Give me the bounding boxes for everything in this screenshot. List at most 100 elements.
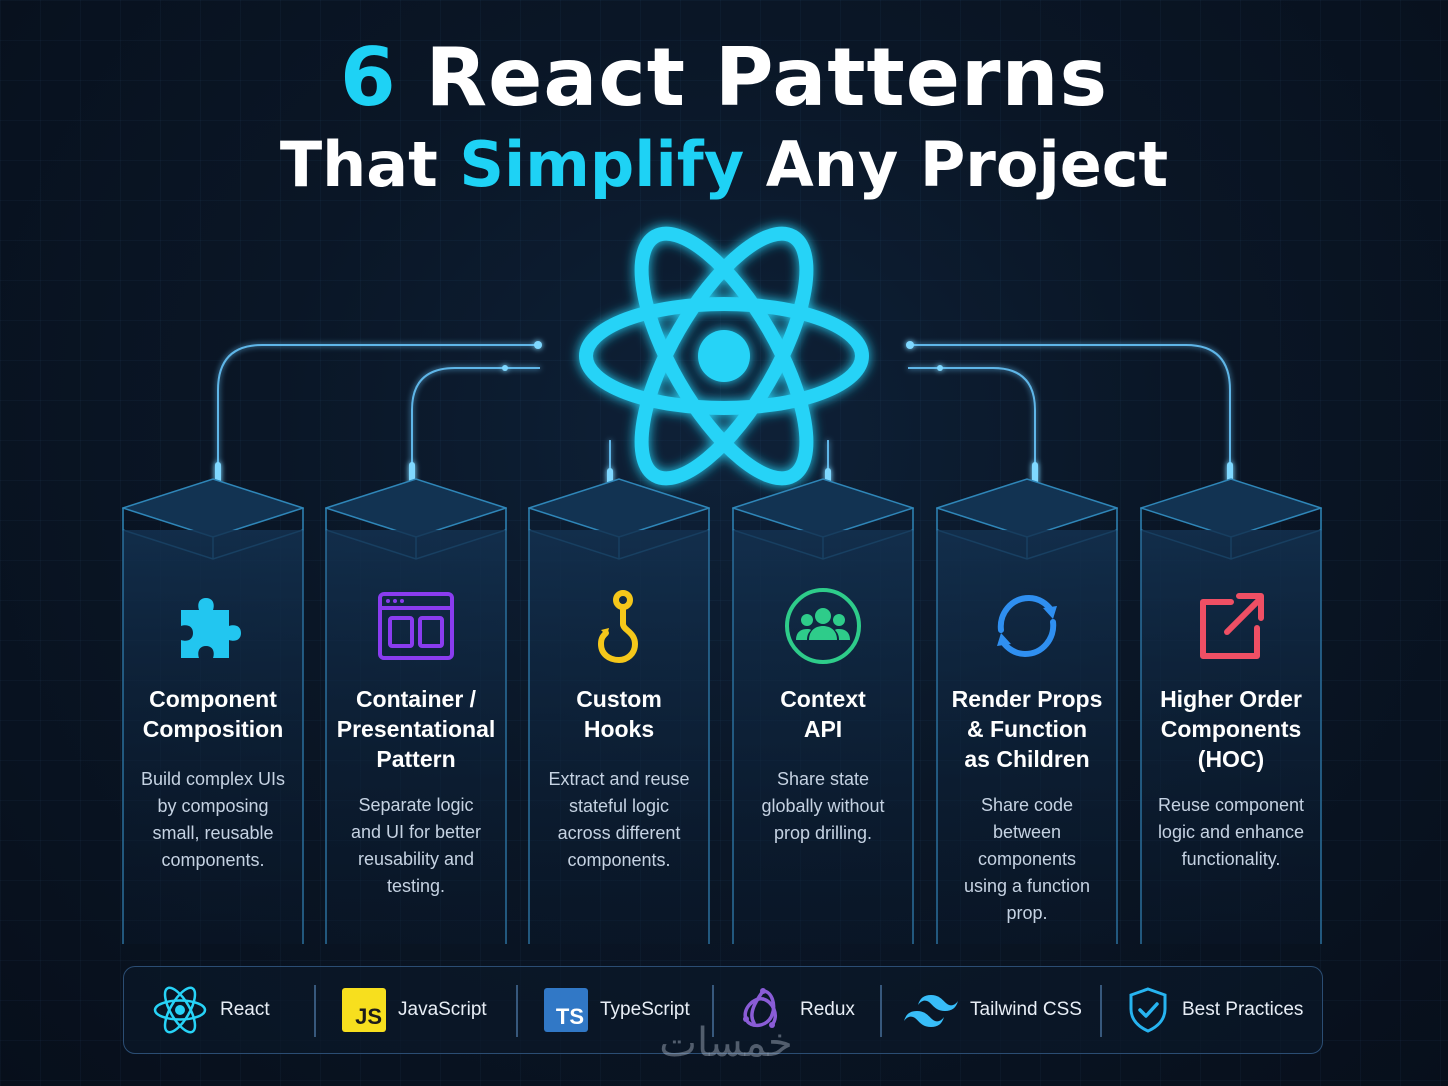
card-frame xyxy=(732,478,914,944)
title-simplify: Simplify xyxy=(459,128,745,201)
card-title-line: (HOC) xyxy=(1197,746,1265,772)
tech-label-typescript: TypeScript xyxy=(600,999,690,1020)
card-icon-wrapper xyxy=(376,586,456,666)
external-link-icon xyxy=(1200,593,1264,659)
card-title-line: Pattern xyxy=(376,746,456,772)
card-title-line: Custom xyxy=(576,686,662,712)
tech-divider xyxy=(880,985,882,1037)
card-frame xyxy=(325,478,507,944)
card-frame xyxy=(1140,478,1322,944)
browser-window-icon xyxy=(378,592,454,660)
title-number: 6 xyxy=(339,31,397,124)
card-description-line: testing. xyxy=(386,876,446,896)
title-main: React Patterns xyxy=(425,31,1109,124)
refresh-arrows-icon xyxy=(997,594,1057,658)
javascript-badge-icon: JS xyxy=(342,988,386,1032)
tech-item-javascript: JS JavaScript xyxy=(342,985,487,1035)
card-description-line: by composing xyxy=(157,796,269,816)
tailwind-icon xyxy=(904,995,958,1027)
card-description-line: between xyxy=(992,822,1062,842)
card-description: Reuse component logic and enhance function… xyxy=(1140,792,1322,873)
card-icon-wrapper xyxy=(987,586,1067,666)
card-title-line: API xyxy=(803,716,843,742)
card-icon-wrapper xyxy=(173,586,253,666)
card-title-line: Composition xyxy=(142,716,284,742)
tech-divider xyxy=(712,985,714,1037)
title-that: That xyxy=(279,128,438,201)
card-description-line: Reuse component xyxy=(1157,795,1305,815)
tech-label-react: React xyxy=(220,999,270,1020)
card-description-line: Extract and reuse xyxy=(548,769,690,789)
card-title-line: Higher Order xyxy=(1160,686,1302,712)
card-title-line: as Children xyxy=(964,746,1090,772)
card-description-line: small, reusable xyxy=(152,823,274,843)
central-logo-area xyxy=(215,226,1233,490)
card-description-line: prop drilling. xyxy=(773,823,873,843)
tech-item-typescript: TS TypeScript xyxy=(544,985,690,1035)
card-description-line: components xyxy=(977,849,1077,869)
react-atom-icon xyxy=(579,226,869,486)
card-title-line: Components xyxy=(1160,716,1302,742)
card-title-line: Component xyxy=(149,686,277,712)
tech-item-react: React xyxy=(152,985,270,1035)
hook-icon xyxy=(597,590,639,664)
card-icon-wrapper xyxy=(579,586,659,666)
card-frame xyxy=(122,478,304,944)
card-title-line: Render Props xyxy=(951,686,1103,712)
title-any-project: Any Project xyxy=(765,128,1169,201)
card-title-line: Presentational xyxy=(336,716,496,742)
react-icon xyxy=(153,986,207,1034)
tech-item-tailwind: Tailwind CSS xyxy=(904,985,1082,1035)
card-description-line: Build complex UIs xyxy=(140,769,286,789)
card-description-line: functionality. xyxy=(1181,849,1281,869)
watermark-text: خمسات xyxy=(659,1020,793,1066)
tech-label-tailwind: Tailwind CSS xyxy=(970,999,1082,1020)
card-title-line: Container / xyxy=(355,686,477,712)
page-title-line-2: That Simplify Any Project xyxy=(0,125,1448,205)
card-description: Share code between components using a funct… xyxy=(936,792,1118,927)
card-description-line: and UI for better xyxy=(350,822,482,842)
card-description-line: Separate logic xyxy=(358,795,474,815)
card-icon-wrapper xyxy=(783,586,863,666)
shield-check-icon xyxy=(1129,987,1167,1033)
typescript-badge-icon: TS xyxy=(544,988,588,1032)
card-description-line: Share code xyxy=(980,795,1074,815)
card-description-line: using a function xyxy=(963,876,1091,896)
card-description-line: logic and enhance xyxy=(1157,822,1305,842)
card-description: Share state globally without prop drilling… xyxy=(732,766,914,847)
tech-divider xyxy=(314,985,316,1037)
tech-label-javascript: JavaScript xyxy=(398,999,487,1020)
card-description: Build complex UIs by composing small, reus… xyxy=(122,766,304,874)
puzzle-piece-icon xyxy=(181,598,241,658)
card-description-line: components. xyxy=(567,850,671,870)
tech-divider xyxy=(516,985,518,1037)
card-description-line: across different xyxy=(557,823,681,843)
tech-stack-bar: React JS JavaScript TS TypeScript Redux xyxy=(123,966,1323,1054)
card-icon-wrapper xyxy=(1191,586,1271,666)
tech-divider xyxy=(1100,985,1102,1037)
page-title-line-1: 6 React Patterns xyxy=(0,28,1448,128)
card-title-line: Context xyxy=(780,686,866,712)
card-description-line: prop. xyxy=(1006,903,1048,923)
card-description-line: globally without xyxy=(761,796,885,816)
card-description-line: Share state xyxy=(776,769,870,789)
card-title-line: Hooks xyxy=(583,716,655,742)
tech-item-redux: Redux xyxy=(738,985,855,1035)
redux-icon xyxy=(743,988,777,1028)
users-group-icon xyxy=(785,588,861,664)
tech-item-best-practices: Best Practices xyxy=(1126,985,1303,1035)
